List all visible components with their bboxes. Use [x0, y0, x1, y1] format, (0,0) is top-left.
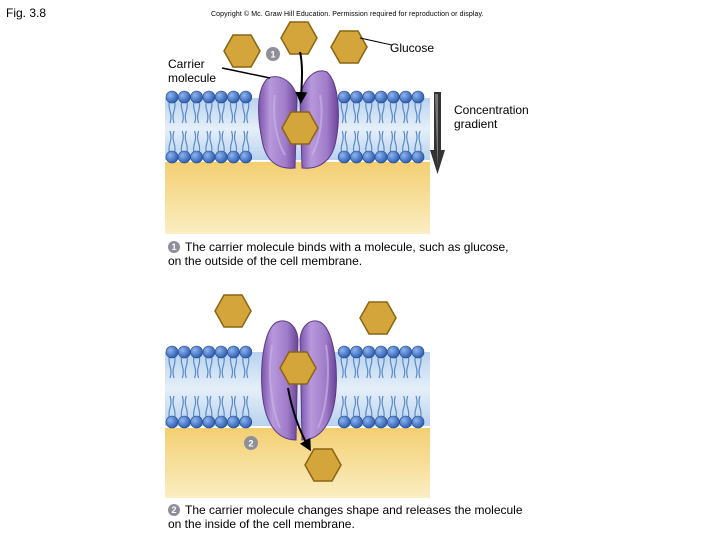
- cytoplasm-2: [165, 428, 430, 498]
- step-badge-2: 2: [244, 436, 258, 450]
- release-arrow-2: [287, 387, 311, 452]
- lipid-head: [165, 150, 179, 164]
- lipid-head: [337, 90, 351, 104]
- lipid-head: [227, 345, 240, 359]
- lipid-head: [387, 415, 400, 429]
- caption-badge-2: 2: [168, 504, 180, 516]
- lipid-head: [374, 90, 388, 104]
- lipid-head: [190, 90, 203, 104]
- step-badge-1: 1: [266, 47, 280, 61]
- entry-arrow-1: [295, 51, 308, 104]
- cytoplasm-1: [165, 162, 430, 234]
- panel-1: 1: [165, 21, 445, 234]
- lipid-head: [411, 345, 425, 359]
- glucose-in-carrier-2: [279, 351, 317, 385]
- lipid-head: [165, 345, 179, 359]
- figure-label: Fig. 3.8: [6, 6, 47, 20]
- lipid-head: [202, 345, 216, 359]
- lipid-head: [411, 150, 425, 164]
- lipid-head: [399, 90, 413, 104]
- carrier-molecule-label: Carrier molecule: [168, 57, 217, 85]
- glucose-outside-1a: [223, 34, 261, 68]
- lipid-head: [214, 345, 228, 359]
- copyright-notice: Copyright © Mc. Graw Hill Education. Per…: [211, 11, 484, 18]
- lipid-head: [374, 415, 388, 429]
- lipid-head: [362, 415, 376, 429]
- lipid-head: [178, 415, 191, 429]
- lipid-head: [239, 345, 253, 359]
- lipid-heads-2: [165, 345, 425, 429]
- panel-2: 2: [165, 294, 430, 498]
- lipid-head: [374, 345, 388, 359]
- glucose-released-2: [304, 448, 342, 482]
- glucose-outside-1b: [280, 21, 318, 55]
- lipid-head: [202, 90, 216, 104]
- lipid-head: [227, 150, 240, 164]
- lipid-head: [190, 345, 203, 359]
- lipid-head: [411, 415, 425, 429]
- glucose-label: Glucose: [390, 41, 435, 55]
- lipid-head: [374, 150, 388, 164]
- lipid-head: [165, 415, 179, 429]
- carrier-protein-1: [258, 70, 339, 169]
- carrier-pointer-line: [221, 67, 271, 79]
- concentration-gradient-label: Concentration gradient: [454, 103, 529, 131]
- lipid-head: [165, 90, 179, 104]
- lipid-head: [239, 415, 253, 429]
- lipid-head: [399, 415, 413, 429]
- lipid-head: [362, 90, 376, 104]
- lipid-head: [337, 150, 351, 164]
- lipid-head: [350, 90, 363, 104]
- glucose-pointer-line: [359, 37, 393, 46]
- lipid-head: [239, 150, 253, 164]
- svg-text:1: 1: [270, 50, 275, 60]
- caption-text-1: The carrier molecule binds with a molecu…: [168, 240, 509, 268]
- lipid-head: [399, 150, 413, 164]
- lipid-head: [227, 90, 240, 104]
- lipid-head: [214, 90, 228, 104]
- glucose-outside-2b: [359, 301, 397, 335]
- lipid-head: [214, 150, 228, 164]
- glucose-outside-1c: [330, 30, 368, 64]
- lipid-head: [350, 415, 363, 429]
- lipid-head: [399, 345, 413, 359]
- lipid-head: [190, 150, 203, 164]
- lipid-head: [337, 415, 351, 429]
- lipid-head: [178, 90, 191, 104]
- lipid-head: [387, 150, 400, 164]
- glucose-bound-1: [281, 111, 319, 145]
- lipid-head: [214, 415, 228, 429]
- lipid-head: [362, 150, 376, 164]
- lipid-head: [337, 345, 351, 359]
- lipid-head: [350, 345, 363, 359]
- lipid-head: [411, 90, 425, 104]
- lipid-head: [202, 415, 216, 429]
- lipid-head: [350, 150, 363, 164]
- lipid-head: [227, 415, 240, 429]
- lipid-head: [178, 150, 191, 164]
- lipid-head: [239, 90, 253, 104]
- lipid-head: [362, 345, 376, 359]
- lipid-head: [387, 345, 400, 359]
- lipid-head: [178, 345, 191, 359]
- gradient-arrow: [430, 92, 445, 174]
- caption-badge-1: 1: [168, 241, 180, 253]
- svg-text:2: 2: [248, 439, 253, 449]
- lipid-head: [202, 150, 216, 164]
- caption-text-2: The carrier molecule changes shape and r…: [168, 503, 523, 531]
- lipid-heads-1: [165, 90, 425, 164]
- lipid-head: [190, 415, 203, 429]
- lipid-head: [387, 90, 400, 104]
- carrier-protein-2: [261, 320, 337, 441]
- glucose-outside-2a: [214, 294, 252, 328]
